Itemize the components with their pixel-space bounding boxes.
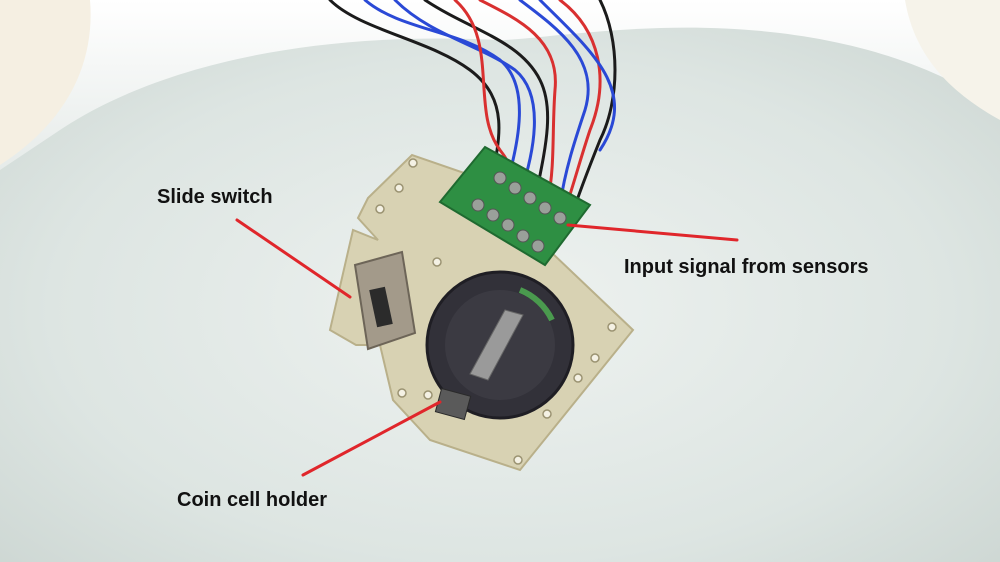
left-handle [0,0,91,165]
input-signal-label: Input signal from sensors [624,256,869,278]
slide-switch-label: Slide switch [157,186,273,208]
pcb-holes [375,158,617,465]
pointer-slide-switch [235,218,352,299]
pointer-coin-cell [301,400,442,477]
pointer-input-signal [566,223,739,242]
sensor-header-board [438,145,592,267]
right-handle [905,0,1000,120]
coin-cell-holder [425,270,575,421]
pointer-lines [235,218,739,477]
sensor-wires [328,0,617,217]
bowl-rim [0,0,1000,170]
header-pins [471,171,567,253]
slide-switch [353,250,417,351]
coin-cell-label: Coin cell holder [177,489,328,511]
